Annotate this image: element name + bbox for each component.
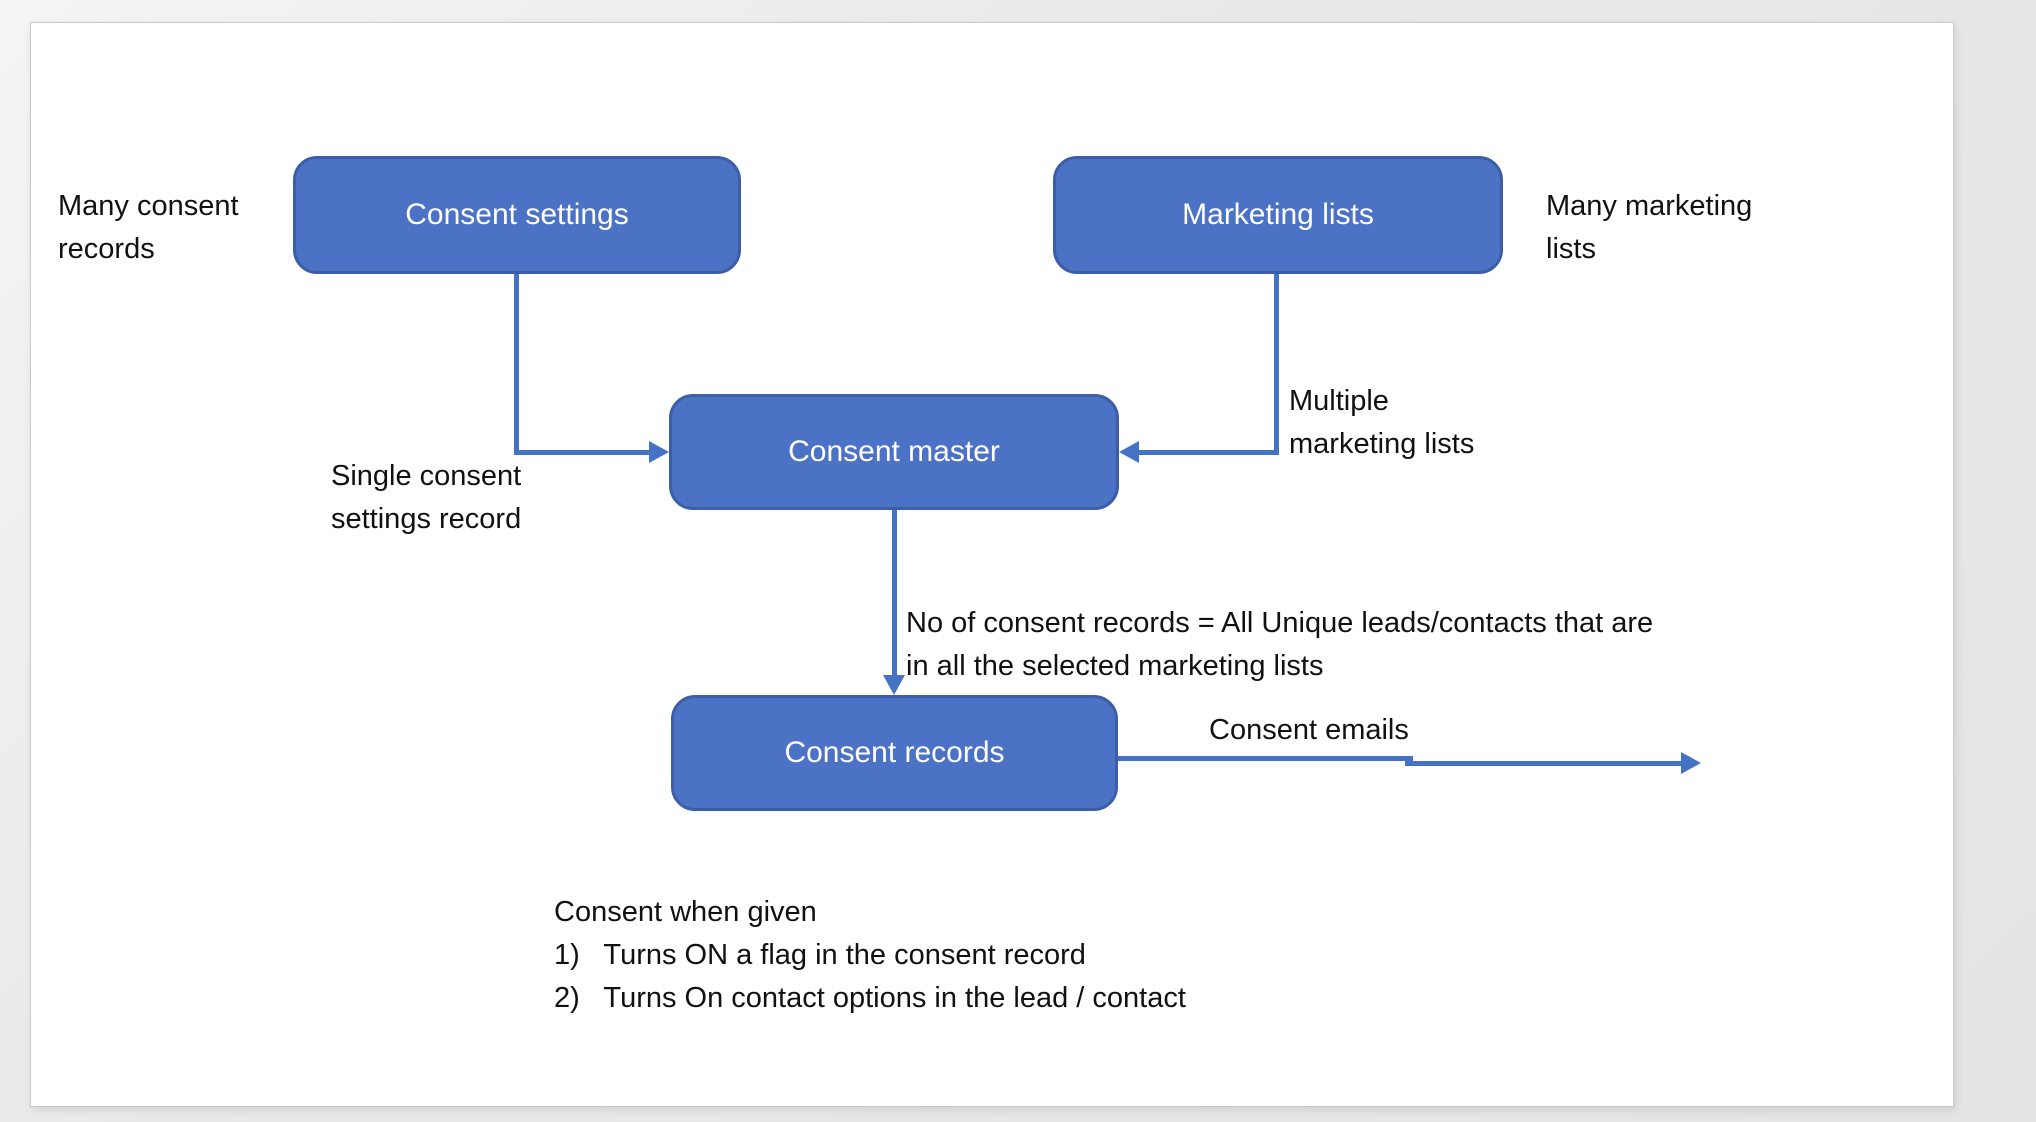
no-of-consent-records-annotation: No of consent records = All Unique leads… <box>906 607 1654 682</box>
master-to-records-arrowhead-icon <box>883 675 905 695</box>
settings-to-master-arrow-horizontal <box>514 450 649 455</box>
marketing-lists-node: Marketing lists <box>1053 156 1503 274</box>
marketing-to-master-arrow-vertical <box>1274 274 1279 455</box>
consent-settings-label: Consent settings <box>405 198 629 231</box>
records-to-emails-arrow-segment1 <box>1118 756 1413 761</box>
many-consent-records-annotation: Many consent records <box>58 190 239 265</box>
multiple-marketing-lists-annotation: Multiple marketing lists <box>1289 385 1475 460</box>
marketing-to-master-arrow-horizontal <box>1139 450 1279 455</box>
records-to-emails-arrow-segment2 <box>1405 761 1681 766</box>
records-to-emails-arrowhead-icon <box>1681 752 1701 774</box>
many-marketing-lists-annotation: Many marketing lists <box>1546 190 1753 265</box>
master-to-records-arrow-vertical <box>892 510 897 675</box>
settings-to-master-arrowhead-icon <box>649 441 669 463</box>
consent-master-label: Consent master <box>788 435 1000 468</box>
consent-records-node: Consent records <box>671 695 1118 811</box>
consent-emails-annotation: Consent emails <box>1209 714 1409 746</box>
consent-settings-node: Consent settings <box>293 156 741 274</box>
consent-master-node: Consent master <box>669 394 1119 510</box>
single-consent-settings-record-annotation: Single consent settings record <box>331 460 522 535</box>
consent-when-given-note: Consent when given 1) Turns ON a flag in… <box>554 896 1186 1014</box>
marketing-lists-label: Marketing lists <box>1182 198 1374 231</box>
marketing-to-master-arrowhead-icon <box>1119 441 1139 463</box>
settings-to-master-arrow-vertical <box>514 274 519 455</box>
slide-canvas: Consent settings Marketing lists Consent… <box>30 22 1954 1107</box>
consent-records-label: Consent records <box>784 736 1005 769</box>
